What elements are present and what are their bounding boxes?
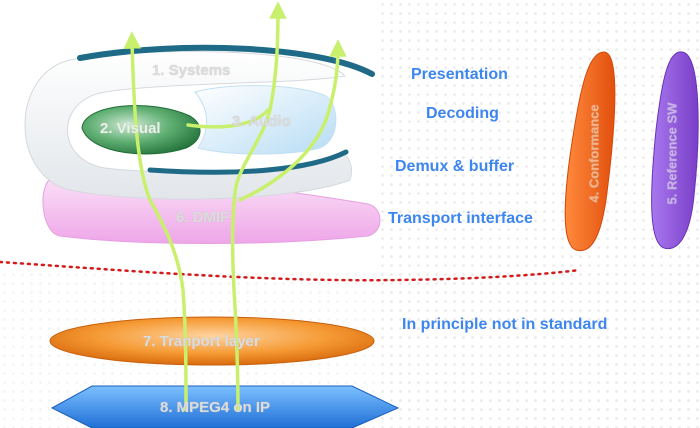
reference-sw-module bbox=[651, 51, 699, 250]
conformance-module bbox=[564, 51, 616, 252]
flow-arrow-visual-branch bbox=[186, 108, 270, 129]
visual-module bbox=[81, 105, 201, 155]
systems-label: 1. Systems bbox=[152, 62, 231, 79]
data-flow-arrows bbox=[123, 1, 347, 412]
systems-layer bbox=[24, 44, 375, 200]
audio-label: 3. Audio bbox=[232, 113, 291, 130]
presentation-label: Presentation bbox=[411, 66, 508, 83]
not-in-standard-label: In principle not in standard bbox=[402, 316, 608, 333]
demux-buffer-label: Demux & buffer bbox=[395, 158, 515, 175]
transport-layer-label: 7. Tranport layer bbox=[143, 333, 260, 350]
conformance-label: 4. Conformance bbox=[586, 104, 602, 203]
reference-sw-label: 5. Reference SW bbox=[664, 102, 680, 205]
flow-arrow-systems-path bbox=[238, 39, 347, 202]
visual-label: 2. Visual bbox=[100, 120, 161, 137]
flow-arrow-audio-path bbox=[230, 1, 287, 412]
standard-boundary-divider bbox=[0, 260, 582, 282]
transport-interface-label: Transport interface bbox=[388, 210, 533, 227]
dmif-label: 6. DMIF bbox=[176, 209, 230, 226]
transport-layer bbox=[49, 316, 375, 366]
decoding-label: Decoding bbox=[426, 105, 499, 122]
mpeg4-on-ip-label: 8. MPEG4 on IP bbox=[160, 399, 271, 416]
mpeg4-on-ip-layer bbox=[50, 385, 400, 428]
flow-arrow-visual-path bbox=[123, 31, 188, 412]
